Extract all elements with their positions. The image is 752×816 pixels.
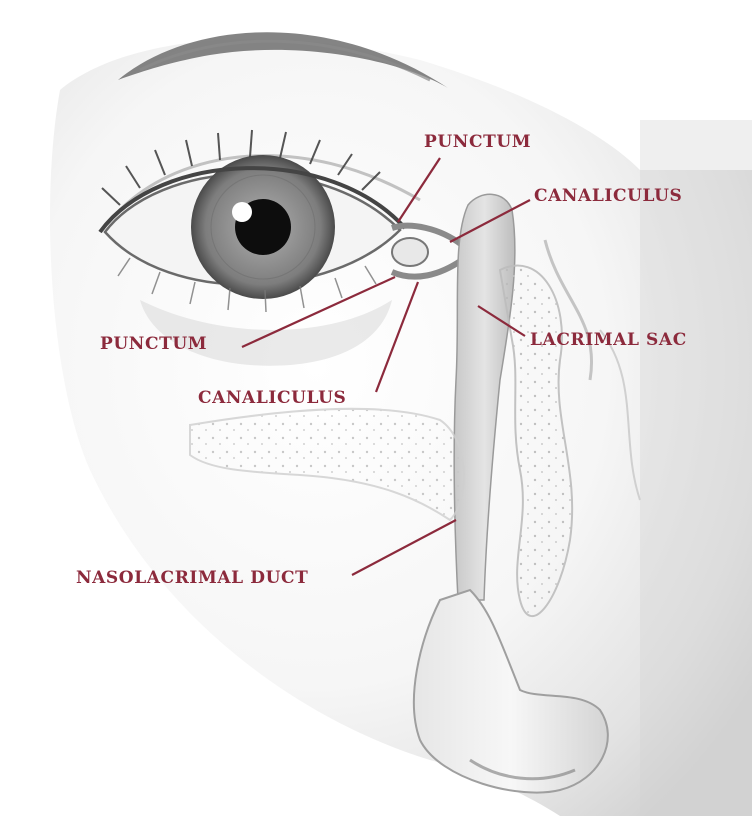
eye-highlight (232, 202, 252, 222)
label-canaliculus-lower: CANALICULUS (198, 390, 346, 407)
label-nasolacrimal-duct: NASOLACRIMAL DUCT (76, 570, 308, 587)
label-canaliculus-upper: CANALICULUS (534, 188, 682, 205)
label-punctum-upper: PUNCTUM (424, 134, 531, 151)
right-edge-shadow (640, 120, 752, 816)
label-punctum-lower: PUNCTUM (100, 336, 207, 353)
caruncle (392, 238, 428, 266)
label-lacrimal-sac: LACRIMAL SAC (530, 332, 687, 349)
